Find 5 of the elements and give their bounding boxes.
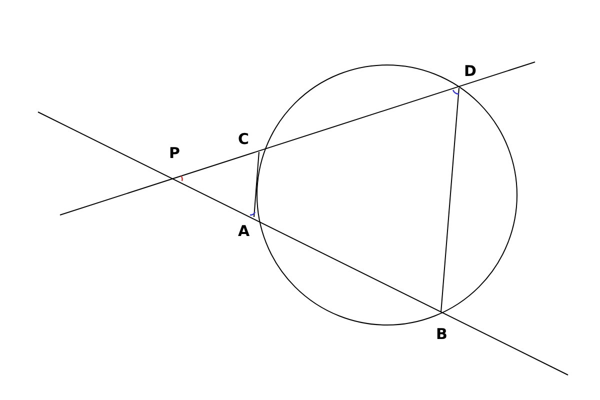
point-label: A [238, 224, 250, 239]
point-label: B [436, 327, 448, 342]
point-label: C [238, 132, 250, 147]
point-label: D [464, 64, 476, 79]
point-label: P [169, 146, 180, 161]
